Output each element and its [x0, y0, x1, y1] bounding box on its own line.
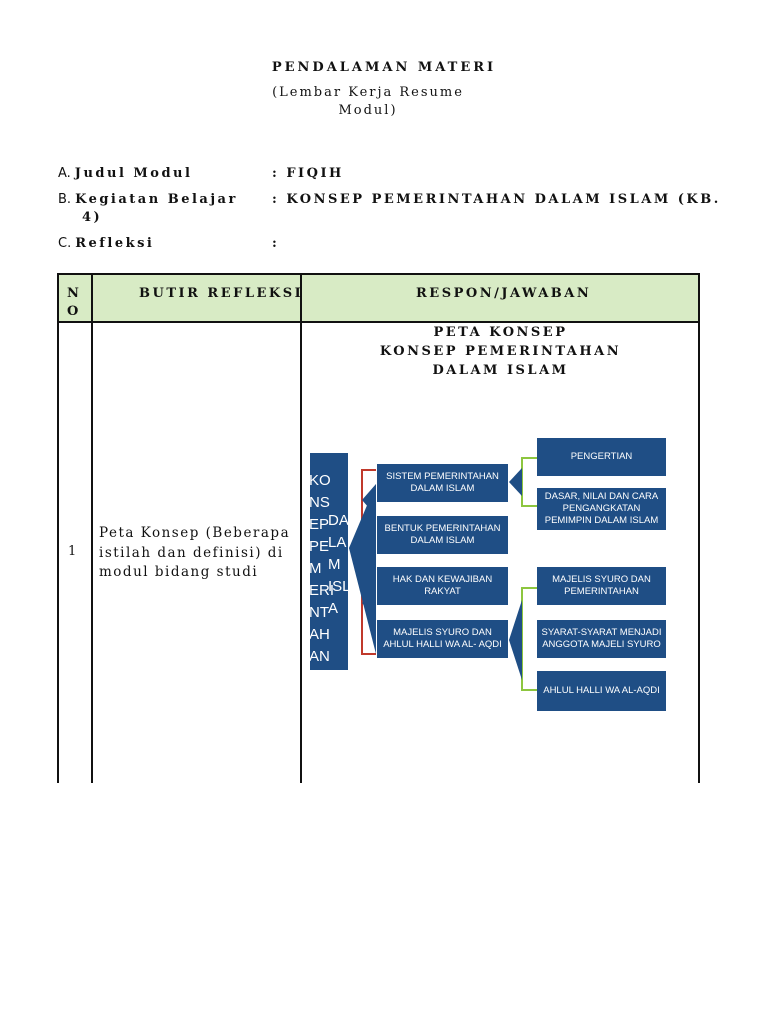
sub-bracket-sistem-arrow — [509, 468, 522, 496]
meta-label: Refleksi — [75, 236, 155, 251]
leaf-dasar-nilai: DASAR, NILAI DAN CARA PENGANGKATAN PEMIM… — [537, 488, 666, 530]
concept-map-title: PETA KONSEP KONSEP PEMERINTAHAN DALAM IS… — [301, 323, 700, 380]
branch-bentuk-pemerintahan: BENTUK PEMERINTAHAN DALAM ISLAM — [377, 516, 508, 554]
meta-value: : KONSEP PEMERINTAHAN DALAM ISLAM (KB. — [272, 192, 721, 207]
document-title: PENDALAMAN MATERI — [271, 60, 497, 75]
document-subtitle: (Lembar Kerja Resume Modul) — [258, 84, 478, 120]
column-header-no-line1: N — [67, 286, 82, 301]
leaf-majelis-pemerintahan: MAJELIS SYURO DAN PEMERINTAHAN — [537, 567, 666, 605]
meta-kegiatan-belajar: B.Kegiatan Belajar : KONSEP PEMERINTAHAN… — [58, 192, 718, 225]
root-text-col1: KO NS EP PE M ERI NT AH AN — [310, 472, 335, 665]
meta-label: Kegiatan Belajar — [75, 192, 238, 207]
concept-map-title-line1: PETA KONSEP — [433, 325, 568, 340]
table-border-col1 — [91, 273, 93, 783]
meta-judul-modul: A.Judul Modul : FIQIH — [58, 166, 341, 181]
reflection-table: N O BUTIR REFLEKSI RESPON/JAWABAN — [57, 273, 700, 783]
main-bracket-arrow — [349, 484, 376, 654]
main-bracket-tip-1 — [362, 484, 376, 516]
meta-value-continued: 4) — [82, 210, 103, 225]
meta-refleksi: C.Refleksi : — [58, 236, 277, 251]
leaf-pengertian: PENGERTIAN — [537, 438, 666, 476]
meta-value: : FIQIH — [272, 166, 344, 181]
table-border-top — [57, 273, 700, 275]
butir-refleksi-text: Peta Konsep (Beberapa istilah dan defini… — [99, 525, 291, 580]
root-text-col2: DA LA M ISL A — [328, 512, 348, 617]
subtitle-line-2: Modul) — [338, 103, 398, 118]
table-border-header — [57, 321, 700, 323]
concept-map-title-line2: KONSEP PEMERINTAHAN — [379, 344, 622, 359]
main-bracket-tip-3 — [362, 587, 376, 619]
branch-majelis-syuro: MAJELIS SYURO DAN AHLUL HALLI WA AL- AQD… — [377, 620, 508, 658]
meta-value: : — [272, 236, 280, 251]
meta-letter: A. — [58, 166, 71, 181]
leaf-ahlul-halli: AHLUL HALLI WA AL-AQDI — [537, 671, 666, 711]
sub-bracket-majelis — [521, 587, 537, 691]
main-bracket-tip-2 — [362, 536, 376, 568]
branch-hak-kewajiban: HAK DAN KEWAJIBAN RAKYAT — [377, 567, 508, 605]
column-header-butir: BUTIR REFLEKSI — [139, 286, 304, 301]
meta-letter: B. — [58, 192, 72, 207]
concept-map-root: KO NS EP PE M ERI NT AH AN DA LA M ISL A — [310, 453, 348, 670]
sub-bracket-sistem — [521, 457, 537, 507]
meta-label: Judul Modul — [74, 166, 193, 181]
meta-letter: C. — [58, 236, 72, 251]
column-header-respon: RESPON/JAWABAN — [416, 286, 592, 301]
row-number: 1 — [68, 544, 77, 559]
sub-bracket-majelis-arrow — [509, 600, 522, 680]
column-header-no: N O — [67, 285, 81, 321]
subtitle-line-1: (Lembar Kerja Resume — [272, 85, 464, 100]
branch-sistem-pemerintahan: SISTEM PEMERINTAHAN DALAM ISLAM — [377, 464, 508, 502]
table-border-right — [698, 273, 700, 783]
table-border-left — [57, 273, 59, 783]
concept-map-title-line3: DALAM ISLAM — [432, 363, 569, 378]
leaf-syarat-anggota: SYARAT-SYARAT MENJADI ANGGOTA MAJELI SYU… — [537, 620, 666, 658]
column-header-no-line2: O — [67, 304, 81, 319]
table-header-row — [57, 273, 700, 321]
table-border-col2 — [300, 273, 302, 783]
